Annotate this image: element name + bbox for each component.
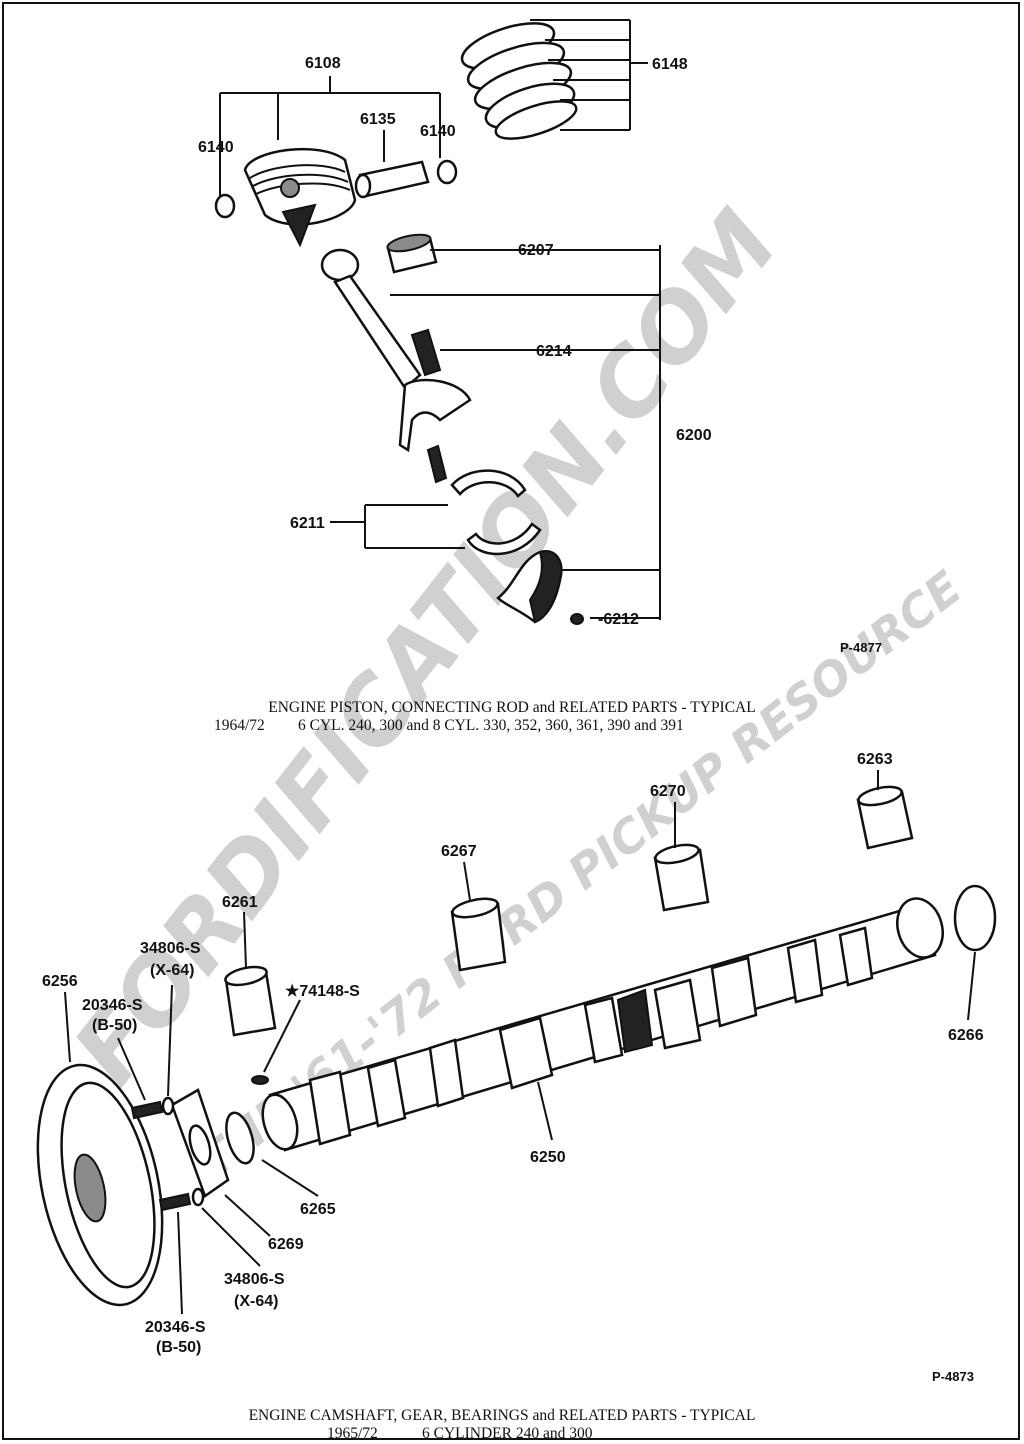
piston-rings [460, 22, 578, 140]
label-34806-lower-sub: (X-64) [234, 1293, 278, 1310]
cam-gear [36, 1063, 164, 1307]
label-6265: 6265 [300, 1201, 336, 1218]
cam-plug [953, 884, 997, 952]
rod-bearings [450, 469, 542, 556]
label-6212: -6212 [598, 611, 639, 628]
clip-right [436, 159, 458, 185]
label-34806-lower: 34806-S [224, 1271, 285, 1288]
label-6270: 6270 [650, 783, 686, 800]
label-6148: 6148 [652, 56, 688, 73]
label-20346-upper-sub: (B-50) [92, 1017, 137, 1034]
cam-bearing-6270 [653, 843, 710, 912]
piston-pin [354, 160, 430, 199]
label-34806-upper-sub: (X-64) [150, 962, 194, 979]
piston [243, 147, 357, 248]
cam-bearing-6267 [450, 897, 507, 972]
washer-lower [191, 1187, 205, 1207]
label-6266: 6266 [948, 1027, 984, 1044]
label-34806-upper: 34806-S [140, 940, 201, 957]
label-6108: 6108 [305, 55, 341, 72]
label-6263: 6263 [857, 751, 893, 768]
rod-cap [496, 549, 563, 624]
clip-left [214, 193, 236, 219]
caption-top-year: 1964/72 [214, 717, 265, 734]
camshaft-figure: 6263 6270 6267 6261 6266 [36, 751, 997, 1442]
caption-bottom-line2: 6 CYLINDER 240 and 300 [422, 1425, 593, 1442]
caption-bottom-line1: ENGINE CAMSHAFT, GEAR, BEARINGS and RELA… [249, 1407, 756, 1424]
label-6250: 6250 [530, 1149, 566, 1166]
cam-bearing-6261 [224, 965, 277, 1037]
label-6256: 6256 [42, 973, 78, 990]
caption-top-line2: 6 CYL. 240, 300 and 8 CYL. 330, 352, 360… [298, 717, 684, 734]
cam-bearing-6263 [856, 785, 914, 850]
rod-bushing [386, 233, 438, 274]
label-6140-left: 6140 [198, 139, 234, 156]
label-6135: 6135 [360, 111, 396, 128]
bolt-upper [130, 1100, 164, 1120]
caption-top-line1: ENGINE PISTON, CONNECTING ROD and RELATE… [268, 699, 755, 716]
bolt-lower [158, 1192, 192, 1212]
caption-bottom-year: 1965/72 [327, 1425, 378, 1442]
label-6140-right: 6140 [420, 123, 456, 140]
label-6214: 6214 [536, 343, 572, 360]
label-6211: 6211 [290, 515, 325, 532]
label-20346-lower: 20346-S [145, 1319, 206, 1336]
label-20346-lower-sub: (B-50) [156, 1339, 201, 1356]
piston-rod-figure: 6148 6108 6140 6140 6135 [198, 19, 882, 734]
label-6261: 6261 [222, 894, 258, 911]
label-6200: 6200 [676, 427, 712, 444]
label-6267: 6267 [441, 843, 477, 860]
connecting-rod [320, 248, 472, 484]
camshaft [261, 897, 944, 1152]
label-20346-upper: 20346-S [82, 997, 143, 1014]
figure-ref-top: P-4877 [840, 640, 882, 655]
spacer [225, 1111, 255, 1165]
label-74148: ★74148-S [285, 983, 360, 1000]
washer-upper [161, 1096, 175, 1116]
label-6207: 6207 [518, 242, 554, 259]
woodruff-key [251, 1075, 269, 1085]
label-6269: 6269 [268, 1236, 304, 1253]
rod-nut [570, 613, 584, 625]
figure-ref-bottom: P-4873 [932, 1369, 974, 1384]
